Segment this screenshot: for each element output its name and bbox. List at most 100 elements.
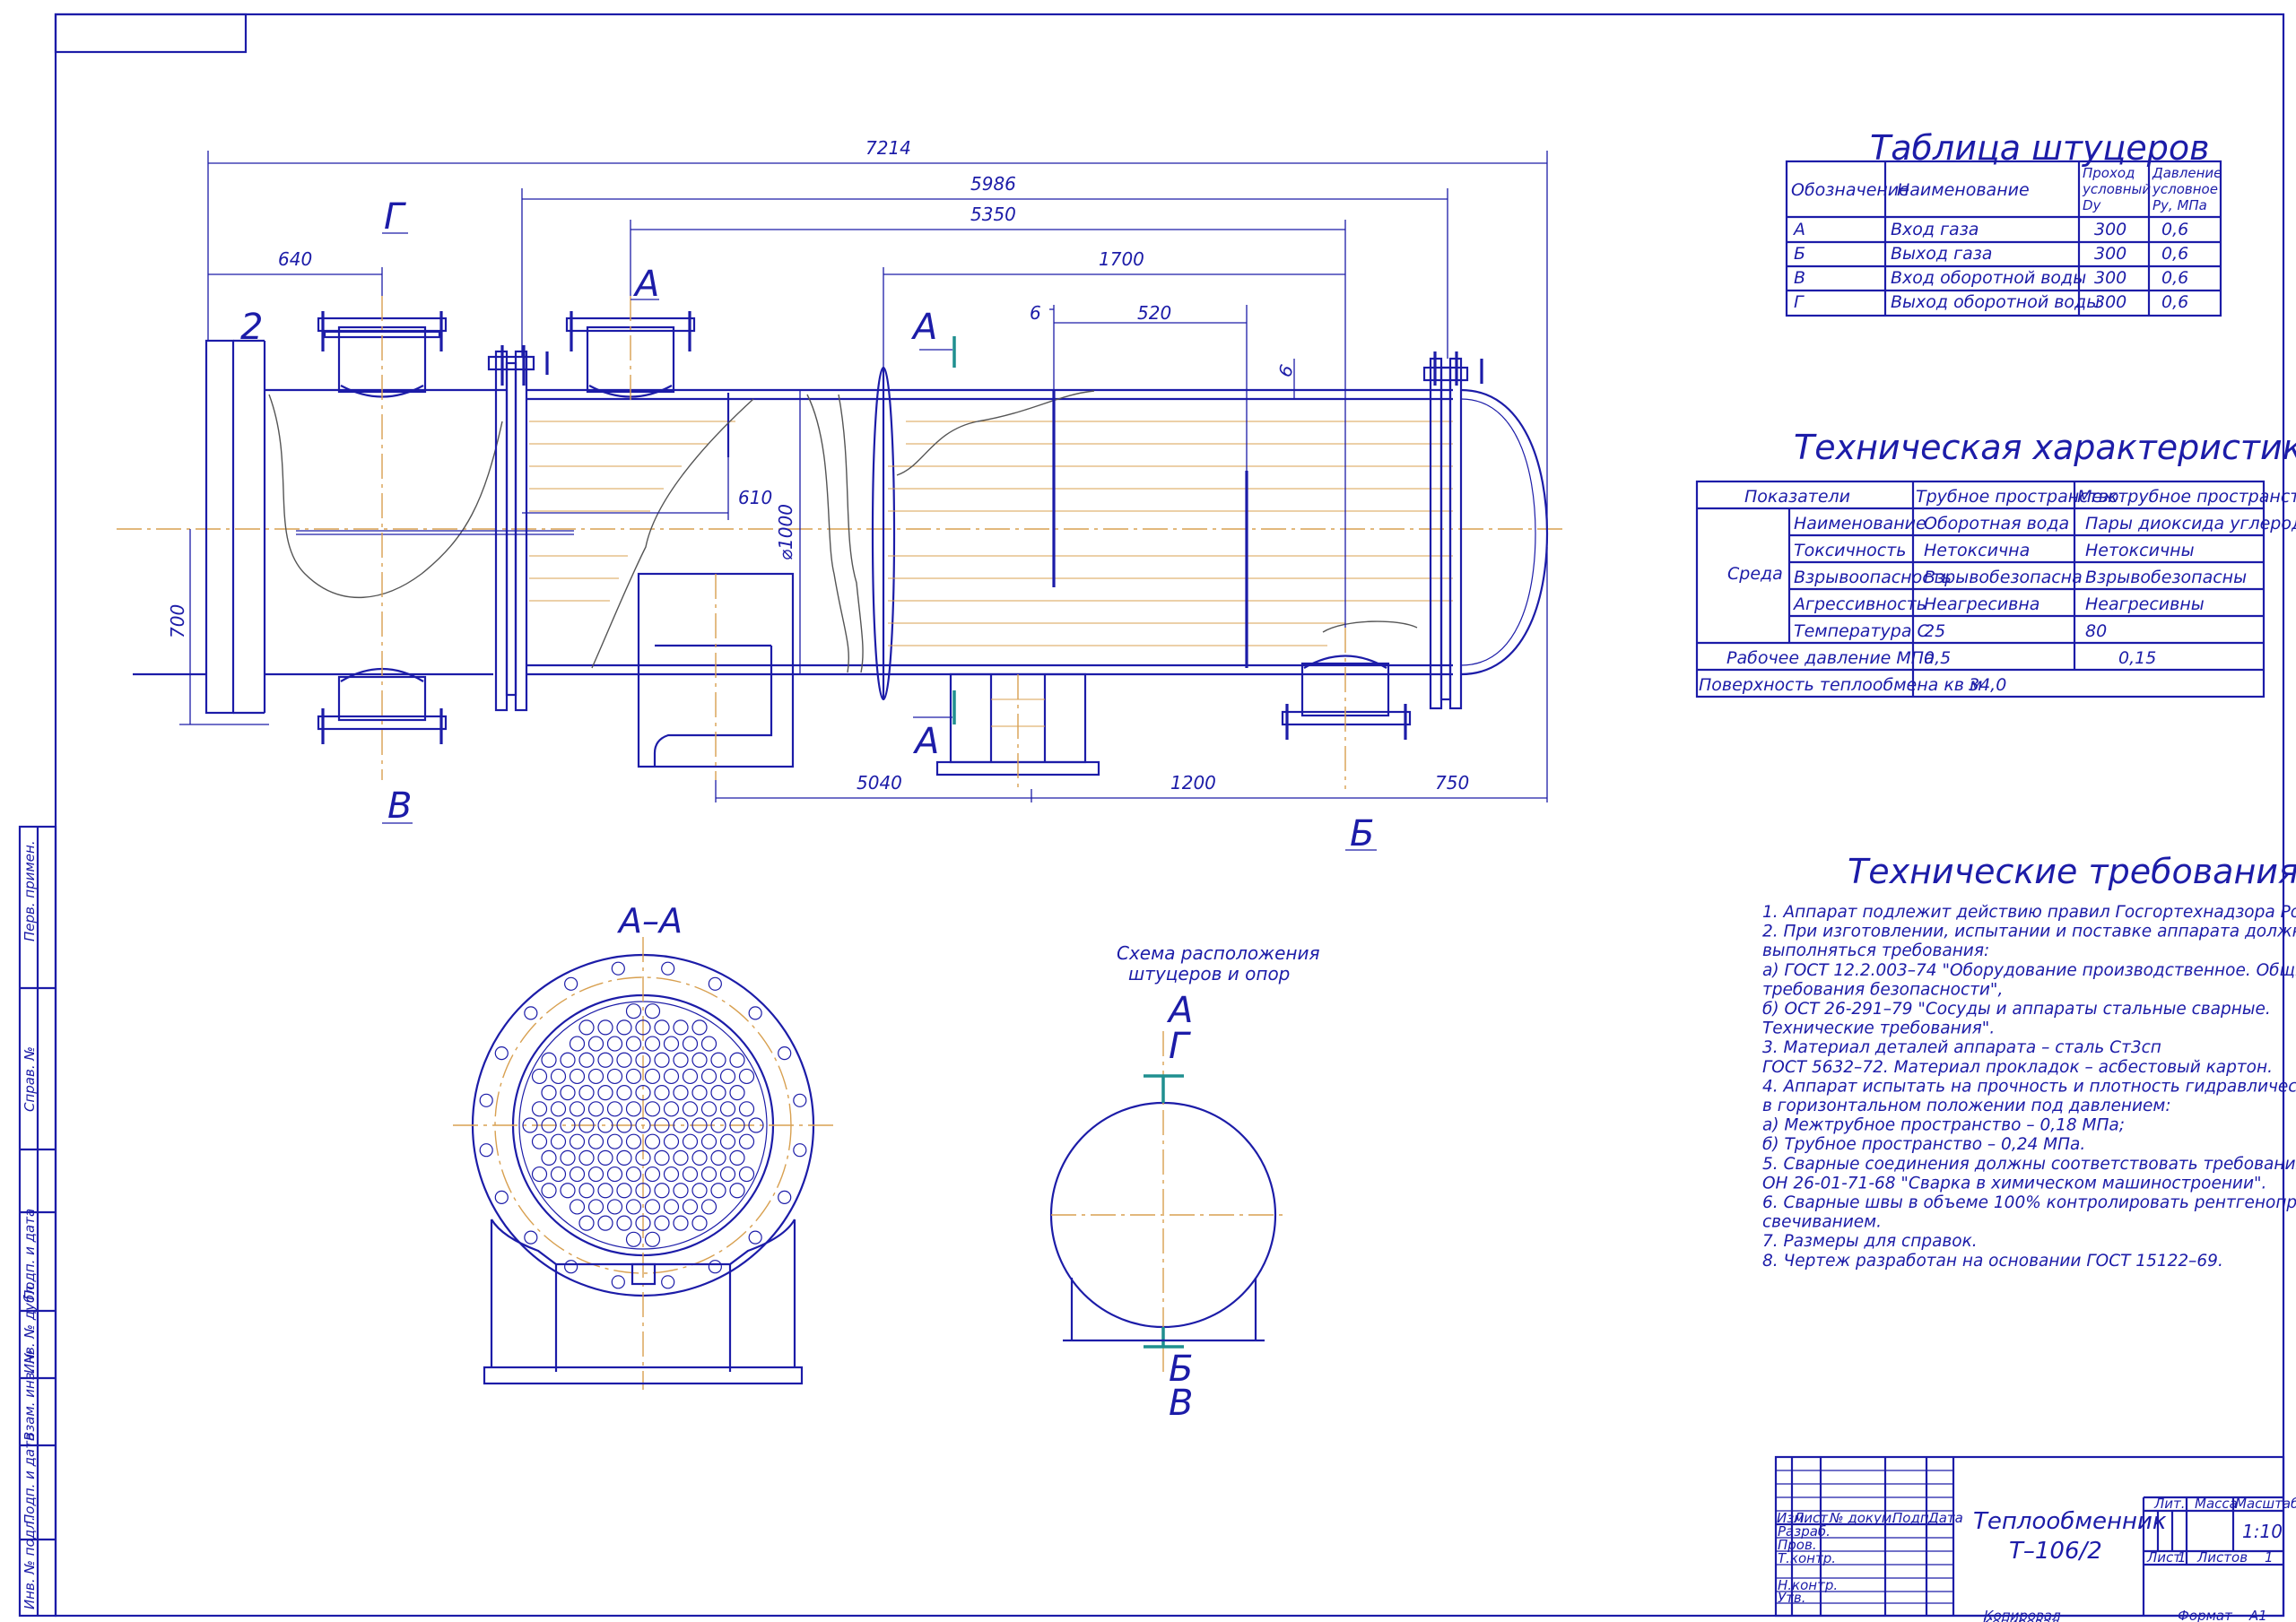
tube-hole [625, 1101, 642, 1117]
tc-surface-value: 34,0 [1969, 675, 2006, 695]
tube-hole [700, 1036, 718, 1052]
tube-hole [625, 1199, 642, 1215]
requirement-line: б) Трубное пространство – 0,24 МПа. [1762, 1135, 2085, 1154]
tb-h-date: Дата [1927, 1510, 1963, 1526]
tube-bundle-left [529, 393, 754, 669]
nozzle-b [1281, 620, 1418, 740]
tube-hole [729, 1149, 745, 1166]
tc-cell-shell: Неагресивны [2085, 594, 2205, 614]
requirement-line: 5. Сварные соединения должны соответство… [1762, 1155, 2296, 1174]
tube-hole [578, 1085, 595, 1101]
tube-hole [550, 1166, 567, 1183]
tube-hole [597, 1052, 613, 1068]
tube-hole [569, 1101, 586, 1117]
tube-hole [625, 1068, 642, 1085]
tube-hole [531, 1101, 548, 1117]
bolt-hole [708, 976, 722, 991]
nt-cell-name: Вход оборотной воды [1891, 268, 2086, 288]
tube-hole [710, 1183, 726, 1199]
tube-hole [682, 1101, 699, 1117]
tube-hole [691, 1183, 708, 1199]
tube-hole [625, 1036, 642, 1052]
tube-hole [635, 1085, 651, 1101]
tube-hole [587, 1166, 604, 1183]
requirement-line: требования безопасности", [1762, 980, 2003, 999]
tube-hole [719, 1133, 736, 1149]
bolt-hole [524, 1230, 538, 1245]
dim-700: 700 [167, 604, 188, 638]
tube-hole [625, 1133, 642, 1149]
label-nozzle-g: Г [384, 196, 406, 238]
bolt-hole [611, 1275, 625, 1289]
tube-hole [606, 1101, 623, 1117]
tc-cell-param: Агрессивность [1792, 594, 1926, 614]
requirement-line: Технические требования". [1762, 1019, 1995, 1038]
left-tubesheet [487, 345, 549, 712]
requirement-line: ОН 26-01-71-68 "Сварка в химическом маши… [1762, 1174, 2266, 1193]
nt-cell-dn: 300 [2094, 220, 2126, 239]
strip-podp-data: Подп. и дата [22, 1209, 38, 1300]
tube-hole [663, 1166, 680, 1183]
tube-hole [616, 1117, 632, 1133]
tube-hole [569, 1166, 586, 1183]
bolt-hole [494, 1190, 509, 1204]
tube-hole [587, 1036, 604, 1052]
dim-overall: 7214 [865, 137, 911, 159]
scheme-label-b: Б [1169, 1349, 1193, 1390]
tube-hole [541, 1149, 557, 1166]
nt-cell-pn: 0,6 [2161, 268, 2188, 288]
tube-hole [719, 1101, 736, 1117]
requirement-line: а) Межтрубное пространство – 0,18 МПа; [1762, 1116, 2125, 1135]
nt-cell-dn: 300 [2094, 292, 2126, 312]
dimensions: 7214 5986 5350 640 1700 6 520 6 610 ⌀100… [167, 137, 1548, 802]
tube-hole [597, 1085, 613, 1101]
tube-hole [644, 1036, 661, 1052]
tube-hole [654, 1183, 670, 1199]
bolt-hole [778, 1046, 792, 1061]
nt-cell-pn: 0,6 [2161, 292, 2188, 312]
tube-hole [729, 1117, 745, 1133]
tube-hole [654, 1085, 670, 1101]
tube-hole [531, 1133, 548, 1149]
tube-hole [616, 1215, 632, 1231]
tc-cell-param: Наименование [1794, 514, 1926, 533]
tube-hole [625, 1231, 642, 1247]
tb-sheet-n: 1 [2178, 1549, 2187, 1566]
tube-hole [682, 1199, 699, 1215]
tube-hole [606, 1133, 623, 1149]
scheme-label-v: В [1169, 1383, 1193, 1424]
tube-hole [578, 1117, 595, 1133]
tube-hole [700, 1199, 718, 1215]
tube-hole [541, 1117, 557, 1133]
bolt-hole [748, 1230, 762, 1245]
tube-hole [691, 1052, 708, 1068]
tc-pressure-shell: 0,15 [2118, 648, 2156, 668]
tube-hole [541, 1052, 557, 1068]
nt-cell-designation: А [1792, 220, 1805, 239]
strip-podp-data-2: Подп. и дата [22, 1433, 38, 1524]
label-cut-a-bottom: А [912, 721, 939, 762]
scheme-label-g: Г [1169, 1026, 1191, 1067]
tube-hole [738, 1101, 755, 1117]
tc-cell-shell: Пары диоксида углерода [2085, 514, 2296, 533]
tube-hole [578, 1149, 595, 1166]
tube-hole [644, 1231, 661, 1247]
tube-hole [691, 1215, 708, 1231]
tube-hole [729, 1085, 745, 1101]
tube-hole [654, 1117, 670, 1133]
tube-hole [729, 1183, 745, 1199]
tube-hole [673, 1215, 689, 1231]
nt-cell-pn: 0,6 [2161, 220, 2188, 239]
tube-hole [748, 1117, 764, 1133]
tube-hole [682, 1036, 699, 1052]
tube-hole [578, 1052, 595, 1068]
tube-hole [541, 1183, 557, 1199]
tube-hole [700, 1133, 718, 1149]
tc-h-tube: Трубное пространство [1916, 487, 2119, 507]
tube-hole [578, 1019, 595, 1036]
section-title: А–А [616, 901, 683, 941]
tc-cell-tube: Оборотная вода [1924, 514, 2069, 533]
dim-750: 750 [1435, 772, 1469, 794]
tube-hole [729, 1052, 745, 1068]
